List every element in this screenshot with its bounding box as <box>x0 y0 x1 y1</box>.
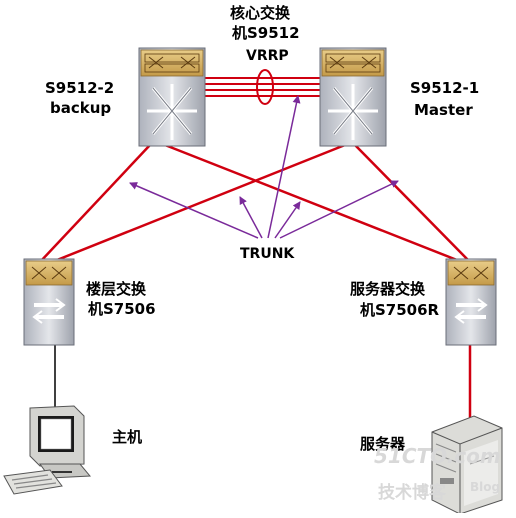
trunk-arrow-left-lower <box>239 196 263 239</box>
link-core2-server <box>164 143 463 264</box>
floor-switch-name-line1: 楼层交换 <box>86 280 147 298</box>
server-switch-name-line1: 服务器交换 <box>350 280 426 298</box>
vrrp-ring <box>256 69 274 105</box>
floor-switch-name-line2: 机S7506 <box>88 300 156 318</box>
server-icon[interactable] <box>431 415 503 515</box>
link-core2-floor <box>39 144 151 263</box>
watermark-blog-en: Blog <box>470 480 501 494</box>
watermark-site: 51CTO.com <box>374 444 501 468</box>
network-links <box>39 77 472 418</box>
core-switch-backup-icon[interactable] <box>138 47 206 147</box>
host-computer-icon[interactable] <box>3 405 92 495</box>
server-switch-name-line2: 机S7506R <box>360 301 440 319</box>
core-title-line2: 机S9512 <box>232 24 300 42</box>
trunk-arrow-left-upper <box>129 182 259 239</box>
server-label: 服务器 <box>360 435 406 453</box>
trunk-arrows <box>129 95 399 239</box>
core-title-line1: 核心交换 <box>230 4 291 22</box>
link-core1-server <box>354 144 471 263</box>
core-master-role: Master <box>414 101 473 119</box>
trunk-arrow-right-upper <box>279 180 399 239</box>
host-label: 主机 <box>112 428 143 446</box>
core-backup-role: backup <box>50 99 112 117</box>
trunk-arrow-right-lower <box>274 201 301 239</box>
core-switch-master-icon[interactable] <box>319 47 387 147</box>
core-master-name: S9512-1 <box>410 79 480 97</box>
link-core1-floor <box>51 143 346 264</box>
vrrp-label: VRRP <box>246 48 289 64</box>
core-backup-name: S9512-2 <box>45 79 115 97</box>
trunk-label: TRUNK <box>240 246 295 262</box>
server-switch-icon[interactable] <box>445 258 497 346</box>
watermark-blog-cn: 技术博客 <box>378 483 446 503</box>
trunk-arrow-core-bundle <box>267 95 301 239</box>
floor-switch-icon[interactable] <box>23 258 75 346</box>
